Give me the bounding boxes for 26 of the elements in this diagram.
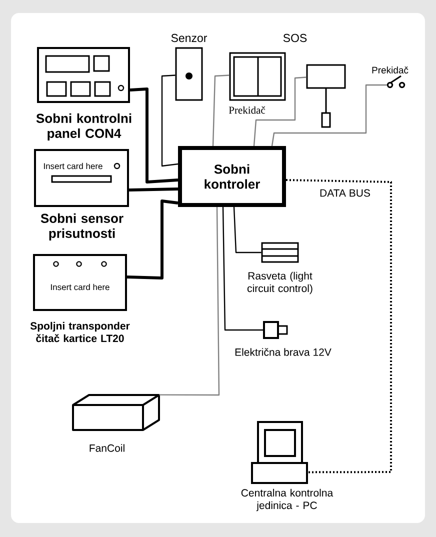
device-label: Rasveta (light circuit control) xyxy=(247,272,312,294)
connector-line xyxy=(159,207,220,396)
edge-label: DATA BUS xyxy=(320,189,370,197)
connector-line xyxy=(161,74,178,167)
device-label: Senzor xyxy=(171,34,208,42)
card-slot-text: Insert card here xyxy=(44,162,102,170)
connector-line xyxy=(128,188,178,192)
card-slot-text: Insert card here xyxy=(51,284,110,290)
device-label: Centralna kontrolna jedinica - PC xyxy=(241,488,334,512)
connector-line xyxy=(222,206,263,331)
device-label: SOS xyxy=(283,34,307,42)
connector-line xyxy=(212,74,230,146)
connector-line xyxy=(253,76,306,146)
connector-line xyxy=(233,206,262,254)
connector-line xyxy=(271,84,387,146)
device-label: Prekidač xyxy=(228,106,266,114)
connector-line xyxy=(126,200,178,280)
device-label: Prekidač xyxy=(372,66,408,74)
device-label: Sobni sensor prisutnosti xyxy=(40,213,124,241)
device-label: FanCoil xyxy=(90,444,124,452)
controller-box: Sobni kontroler xyxy=(178,146,286,207)
device-label: Spoljni transponder čitač kartice LT20 xyxy=(30,322,130,342)
connector-line xyxy=(286,179,392,474)
device-label: Sobni kontrolni panel CON4 xyxy=(36,113,132,141)
device-label: Električna brava 12V xyxy=(235,348,332,356)
connector-line xyxy=(130,88,178,184)
